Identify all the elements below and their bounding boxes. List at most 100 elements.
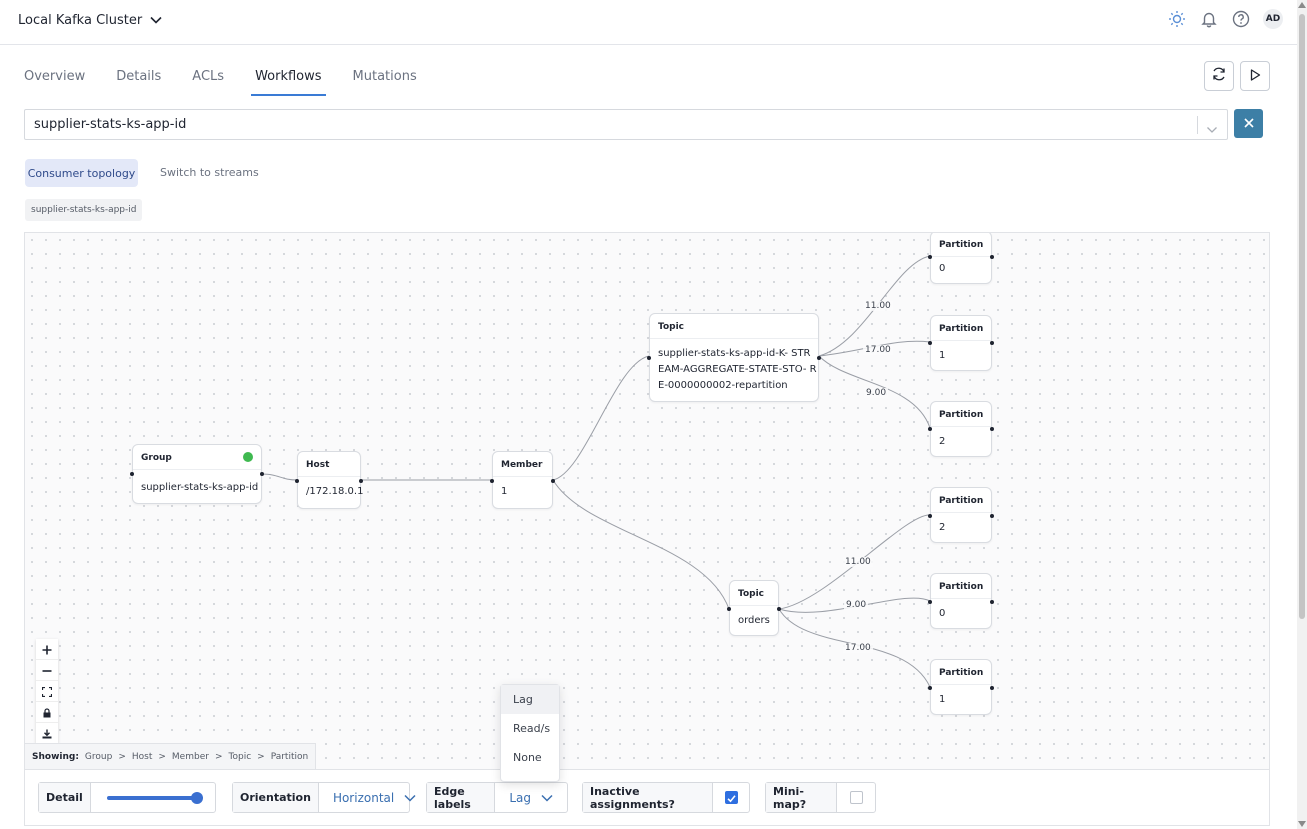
zoom-in-button[interactable] <box>36 639 58 660</box>
detail-label: Detail <box>39 783 91 812</box>
tab-overview[interactable]: Overview <box>24 69 86 84</box>
node-handle[interactable] <box>551 479 555 483</box>
tab-bar: Overview Details ACLs Workflows Mutation… <box>24 60 448 96</box>
node-handle[interactable] <box>647 356 651 360</box>
node-handle[interactable] <box>130 472 134 476</box>
partition-node[interactable]: Partition 0 <box>928 573 994 629</box>
partition-node-title: Partition <box>939 668 984 678</box>
node-divider <box>493 476 552 477</box>
node-handle[interactable] <box>990 255 994 259</box>
node-handle[interactable] <box>990 686 994 690</box>
chevron-down-icon[interactable] <box>1206 119 1218 138</box>
edge-labels-control: Edge labels Lag <box>426 782 568 813</box>
partition-node-value: 1 <box>939 694 946 705</box>
node-handle[interactable] <box>990 341 994 345</box>
play-icon <box>1248 67 1262 86</box>
node-handle[interactable] <box>260 472 264 476</box>
node-handle[interactable] <box>928 686 932 690</box>
host-node-value: /172.18.0.1 <box>306 486 364 497</box>
switch-to-streams-toggle[interactable]: Switch to streams <box>160 166 259 179</box>
lock-button[interactable] <box>36 702 58 723</box>
detail-slider[interactable] <box>106 783 203 812</box>
tab-workflows[interactable]: Workflows <box>251 60 327 96</box>
menu-item-lag[interactable]: Lag <box>501 685 559 714</box>
close-icon <box>1243 114 1255 133</box>
menu-item-none[interactable]: None <box>513 751 542 764</box>
zoom-out-button[interactable] <box>36 660 58 681</box>
scroll-up-arrow[interactable] <box>1298 2 1306 8</box>
member-node-value: 1 <box>501 486 508 497</box>
node-divider <box>298 476 360 477</box>
group-select[interactable]: supplier-stats-ks-app-id <box>24 109 1228 140</box>
node-handle[interactable] <box>928 514 932 518</box>
topology-canvas[interactable]: Group supplier-stats-ks-app-id Host /172… <box>24 232 1270 770</box>
inactive-assignments-label: Inactive assignments? <box>583 783 714 812</box>
avatar[interactable]: AD <box>1263 9 1283 29</box>
help-icon[interactable] <box>1231 9 1251 29</box>
sun-icon[interactable] <box>1167 9 1187 29</box>
topic-name-line-1: supplier-stats-ks-app-id-K- STR <box>658 348 811 359</box>
topic-node-orders[interactable]: Topic orders <box>727 580 781 636</box>
node-handle[interactable] <box>990 427 994 431</box>
slider-thumb[interactable] <box>191 792 203 804</box>
refresh-button[interactable] <box>1204 61 1234 91</box>
orientation-control: Orientation Horizontal <box>232 782 416 813</box>
topic-node-value: orders <box>738 615 770 626</box>
tab-mutations[interactable]: Mutations <box>352 69 417 84</box>
tab-acls[interactable]: ACLs <box>192 69 225 84</box>
run-button[interactable] <box>1240 61 1270 91</box>
node-handle[interactable] <box>359 479 363 483</box>
breadcrumb-separator: > <box>257 751 265 762</box>
partition-node-value: 2 <box>939 436 946 447</box>
topic-node-repartition[interactable]: Topic supplier-stats-ks-app-id-K- STR EA… <box>647 313 821 402</box>
node-handle[interactable] <box>777 607 781 611</box>
cluster-selector[interactable]: Local Kafka Cluster <box>18 13 162 28</box>
node-handle[interactable] <box>928 341 932 345</box>
orientation-label: Orientation <box>233 783 319 812</box>
clear-button[interactable] <box>1234 109 1263 138</box>
breadcrumb-separator: > <box>118 751 126 762</box>
consumer-topology-toggle[interactable]: Consumer topology <box>25 159 138 187</box>
node-handle[interactable] <box>990 600 994 604</box>
partition-node[interactable]: Partition 0 <box>928 233 994 284</box>
zoom-controls <box>36 639 58 744</box>
tab-details[interactable]: Details <box>116 69 162 84</box>
node-handle[interactable] <box>817 356 821 360</box>
breadcrumb-item: Member <box>171 751 209 762</box>
checkbox-wrap <box>837 783 875 812</box>
node-handle[interactable] <box>490 479 494 483</box>
vertical-scrollbar[interactable] <box>1297 0 1307 829</box>
partition-node[interactable]: Partition 1 <box>928 659 994 715</box>
node-divider <box>931 598 991 599</box>
edge-labels-select[interactable]: Lag <box>495 783 567 812</box>
node-handle[interactable] <box>295 479 299 483</box>
mini-map-checkbox[interactable] <box>849 791 863 804</box>
edge-label: 17.00 <box>843 643 873 653</box>
bell-icon[interactable] <box>1199 9 1219 29</box>
member-node[interactable]: Member 1 <box>490 451 555 509</box>
menu-item-read-per-sec[interactable]: Read/s <box>513 722 551 735</box>
node-divider <box>931 684 991 685</box>
edge-label: 17.00 <box>863 345 893 355</box>
node-handle[interactable] <box>990 514 994 518</box>
inactive-assignments-checkbox[interactable] <box>724 791 738 804</box>
group-node[interactable]: Group supplier-stats-ks-app-id <box>130 444 264 504</box>
node-handle[interactable] <box>928 255 932 259</box>
group-node-value: supplier-stats-ks-app-id <box>141 482 259 493</box>
download-button[interactable] <box>36 723 58 744</box>
chevron-down-icon <box>541 791 553 805</box>
partition-node[interactable]: Partition 1 <box>928 315 994 371</box>
scroll-down-arrow[interactable] <box>1298 821 1306 827</box>
edge-label: 11.00 <box>843 557 873 567</box>
topology-controls: Detail Orientation Horizontal Edge label… <box>24 770 1270 826</box>
fit-view-button[interactable] <box>36 681 58 702</box>
detail-control: Detail <box>38 782 216 813</box>
host-node[interactable]: Host /172.18.0.1 <box>295 451 364 509</box>
scrollbar-thumb[interactable] <box>1299 14 1305 619</box>
node-handle[interactable] <box>928 427 932 431</box>
partition-node[interactable]: Partition 2 <box>928 401 994 457</box>
node-handle[interactable] <box>928 600 932 604</box>
partition-node[interactable]: Partition 2 <box>928 487 994 543</box>
node-handle[interactable] <box>727 607 731 611</box>
orientation-select[interactable]: Horizontal <box>319 783 430 812</box>
